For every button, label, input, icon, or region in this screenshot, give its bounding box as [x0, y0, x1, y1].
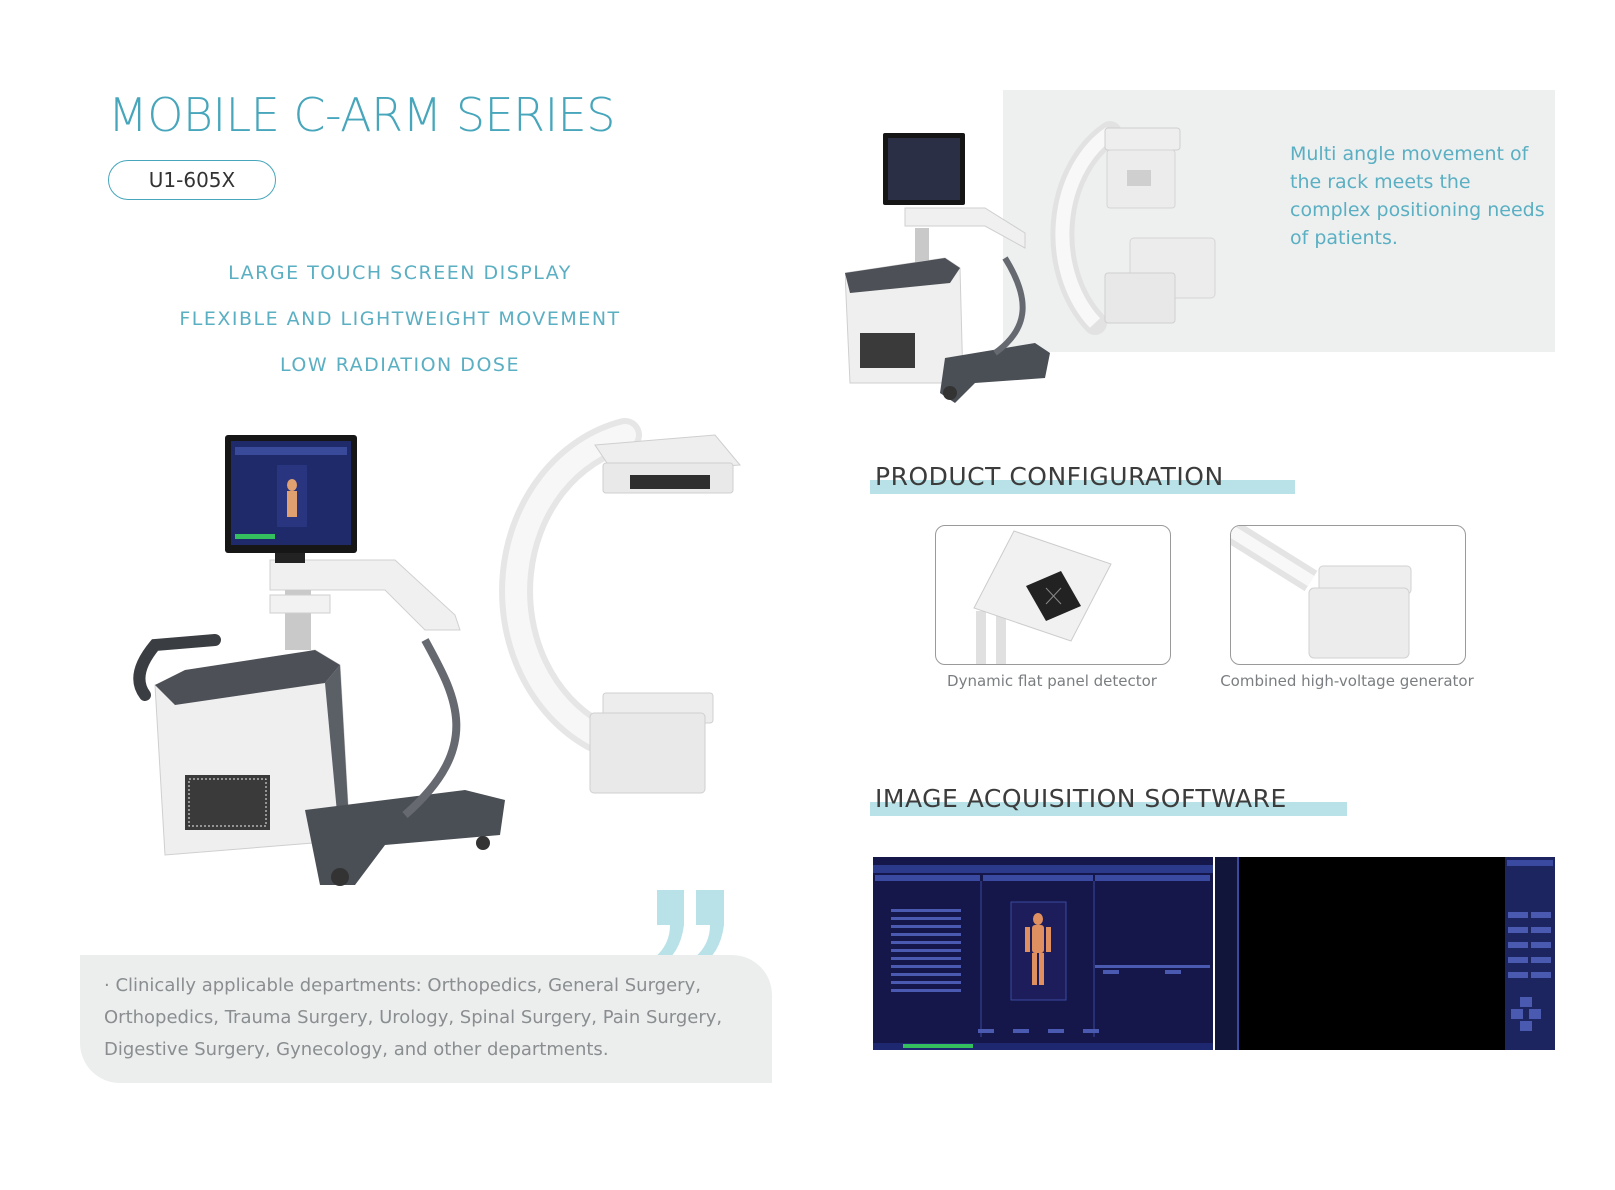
section-underline — [870, 802, 1347, 816]
software-screenshot-patient — [873, 857, 1213, 1050]
multi-angle-text: Multi angle movement of the rack meets t… — [1290, 143, 1545, 249]
c-arm-hero-image — [133, 418, 742, 886]
high-voltage-generator-image — [1231, 526, 1412, 659]
config-caption-generator: Combined high-voltage generator — [1220, 672, 1474, 690]
feature-touch-screen: LARGE TOUCH SCREEN DISPLAY — [228, 262, 572, 284]
model-badge: U1-605X — [108, 160, 276, 200]
c-arm-top-image — [845, 121, 1216, 403]
section-underline — [870, 480, 1295, 494]
page-title: MOBILE C-ARM SERIES — [108, 88, 615, 142]
feature-low-radiation: LOW RADIATION DOSE — [280, 354, 520, 376]
departments-text: · Clinically applicable departments: Ort… — [104, 975, 723, 1060]
feature-flexible-movement: FLEXIBLE AND LIGHTWEIGHT MOVEMENT — [179, 308, 621, 330]
config-item-generator — [1230, 525, 1466, 665]
departments-panel — [80, 955, 772, 1083]
config-item-detector — [935, 525, 1171, 665]
product-configuration-title: PRODUCT CONFIGURATION — [875, 462, 1224, 491]
config-caption-detector: Dynamic flat panel detector — [947, 672, 1157, 690]
software-screenshot-acquisition — [1215, 857, 1555, 1050]
software-title: IMAGE ACQUISITION SOFTWARE — [875, 784, 1287, 813]
flat-panel-detector-image — [973, 530, 1112, 664]
quote-mark-icon — [652, 880, 732, 980]
